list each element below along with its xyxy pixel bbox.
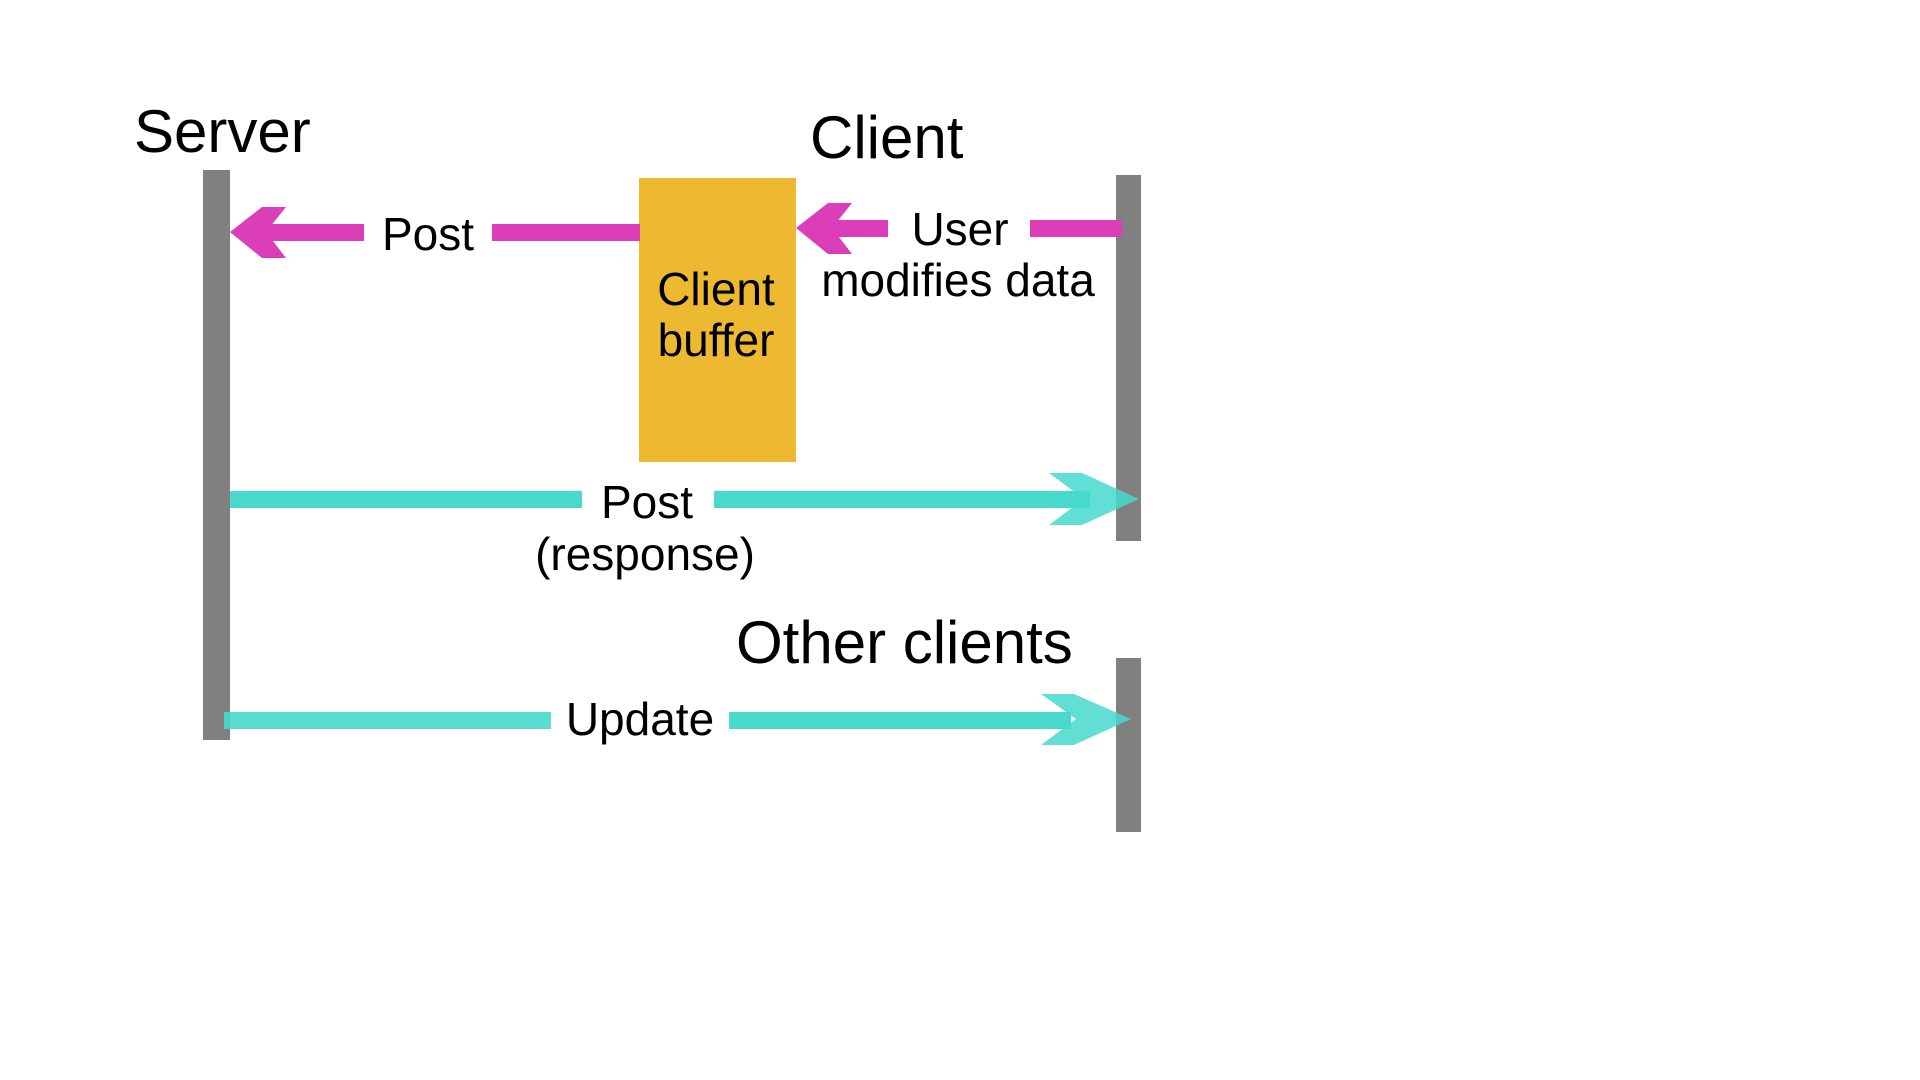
post-request-label: Post [382, 208, 474, 260]
user-modifies-arrow [796, 203, 1122, 254]
other-clients-label: Other clients [736, 609, 1073, 676]
update-arrow-shaft-right [729, 712, 1071, 729]
post-response-label-line2: (response) [535, 528, 755, 580]
post-request-arrow-shaft-left [258, 224, 364, 241]
other-clients-lifeline [1116, 658, 1141, 832]
post-request-arrowhead [230, 207, 286, 258]
user-modifies-arrowhead [796, 203, 852, 254]
post-response-arrow [230, 473, 1139, 525]
post-request-arrow [230, 207, 640, 258]
client-buffer-box [639, 178, 796, 462]
update-arrowhead [1041, 694, 1131, 745]
post-response-arrow-shaft-left [230, 491, 582, 508]
user-modifies-arrow-shaft-right [1030, 220, 1122, 237]
post-response-arrowhead [1049, 473, 1139, 525]
update-label: Update [566, 693, 714, 745]
client-label: Client [810, 104, 964, 171]
server-label: Server [134, 98, 311, 165]
user-modifies-label-line1: User [911, 203, 1008, 255]
post-request-arrow-shaft-right [492, 224, 640, 241]
post-response-label-line1: Post [601, 476, 693, 528]
post-response-arrow-shaft-right [714, 491, 1090, 508]
server-lifeline [203, 170, 230, 740]
update-arrow-shaft-left [224, 712, 551, 729]
client-buffer-label-line2: buffer [658, 314, 775, 366]
user-modifies-label-line2: modifies data [821, 254, 1095, 306]
client-buffer-label-line1: Client [657, 263, 775, 315]
update-arrow [224, 694, 1131, 745]
